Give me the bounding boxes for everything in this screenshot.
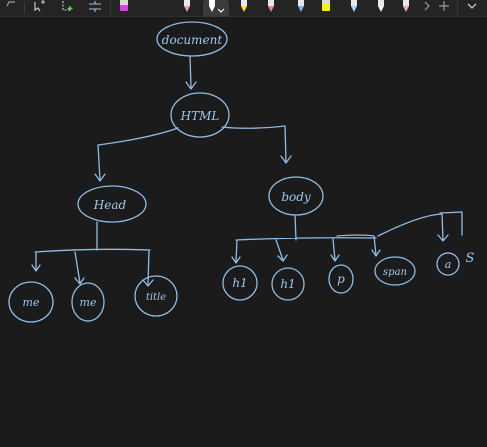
chevron-down-icon: [467, 3, 477, 9]
edge-html-body: [221, 125, 292, 164]
span-label: span: [383, 267, 407, 278]
pen-pink-3-tool[interactable]: [398, 0, 414, 17]
html-node: [170, 92, 230, 138]
undo-icon: [6, 1, 15, 7]
edge-head-children: [31, 221, 154, 287]
add-space-icon: [62, 1, 73, 11]
pen-yellow-tool[interactable]: [236, 0, 252, 17]
me-node-2: [71, 282, 105, 322]
head-node: [77, 185, 147, 223]
pen-blue-icon: [298, 0, 304, 12]
me-node-1: [8, 281, 54, 323]
pen-pink-2-tool[interactable]: [263, 0, 279, 17]
ink-toolbar: [0, 0, 487, 17]
toolbar-divider: [457, 2, 458, 14]
p-node: [328, 264, 354, 294]
pen-white-icon: [209, 0, 225, 13]
drawing-canvas[interactable]: document HTML Head me me title body h1 h…: [0, 18, 487, 447]
highlighter-magenta-icon: [120, 0, 128, 11]
pen-white-tool[interactable]: [203, 0, 229, 17]
pen-white-2-tool[interactable]: [373, 0, 389, 17]
pen-yellow-icon: [241, 0, 247, 12]
dom-tree-diagram: document HTML Head me me title body h1 h…: [8, 21, 475, 323]
p-label: p: [337, 272, 345, 286]
s-label: S: [466, 251, 475, 266]
pen-light-blue-icon: [351, 0, 357, 12]
plus-icon: [439, 1, 449, 11]
toolbar-divider: [110, 2, 111, 14]
toolbar-divider: [24, 2, 25, 14]
pen-white-2-icon: [378, 0, 384, 12]
h1-label-1: h1: [232, 276, 247, 290]
chevron-right-icon: [424, 1, 430, 11]
scroll-right-button[interactable]: [421, 0, 433, 17]
highlighter-yellow-tool[interactable]: [318, 0, 334, 17]
html-label: HTML: [180, 109, 220, 123]
body-label: body: [281, 190, 311, 204]
highlighter-yellow-icon: [322, 0, 330, 11]
edge-document-html: [185, 55, 197, 90]
document-node: [156, 21, 228, 57]
undo-button[interactable]: [3, 0, 21, 17]
h1-node-2: [271, 267, 305, 301]
a-node: [436, 252, 460, 276]
h1-label-2: h1: [280, 277, 295, 291]
me-label-2: me: [80, 296, 97, 309]
add-pen-button[interactable]: [436, 0, 452, 17]
lasso-select-button[interactable]: [30, 0, 50, 17]
a-label: a: [445, 258, 452, 271]
pen-pink-3-icon: [403, 0, 409, 12]
insert-space-button[interactable]: [85, 0, 105, 17]
title-node: [134, 275, 178, 317]
pen-pink-2-icon: [268, 0, 274, 12]
head-label: Head: [93, 198, 127, 212]
pen-pink-icon: [184, 0, 190, 12]
h1-node-1: [222, 265, 258, 301]
pen-light-blue-tool[interactable]: [346, 0, 362, 17]
me-label-1: me: [23, 296, 40, 309]
toolbar-options-button[interactable]: [464, 0, 480, 17]
pen-pink-tool[interactable]: [178, 0, 196, 17]
insert-space-icon: [89, 1, 101, 12]
span-node: [374, 256, 416, 286]
pen-blue-tool[interactable]: [293, 0, 309, 17]
document-label: document: [162, 33, 223, 47]
title-label: title: [146, 292, 166, 303]
lasso-select-icon: [34, 0, 45, 12]
edge-html-head: [94, 127, 179, 182]
body-node: [268, 176, 324, 216]
add-space-button[interactable]: [57, 0, 77, 17]
highlighter-magenta-tool[interactable]: [115, 0, 133, 17]
edge-body-children: [231, 211, 463, 264]
